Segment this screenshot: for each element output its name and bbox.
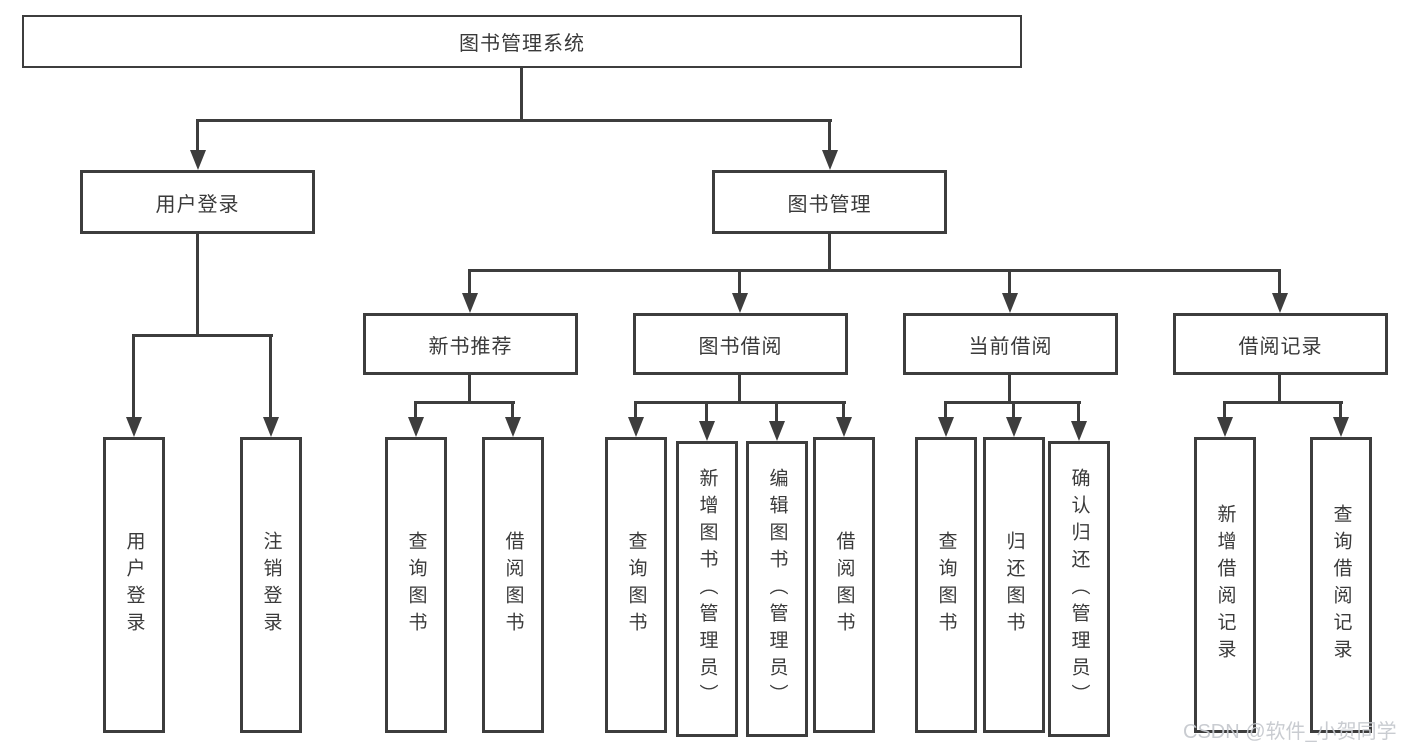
node-root-label: 图书管理系统	[459, 33, 585, 55]
connector-line	[634, 401, 846, 404]
connector-line	[196, 119, 832, 122]
node-borrowing-records: 借阅记录	[1173, 313, 1388, 375]
arrow-down-icon	[628, 417, 644, 437]
arrow-down-icon	[505, 417, 521, 437]
connector-line	[1278, 375, 1281, 403]
arrow-down-icon	[822, 150, 838, 170]
leaf-confirm-return-admin-label: 确认归还（管理员）	[1068, 467, 1090, 711]
node-new-book-recommendation: 新书推荐	[363, 313, 578, 375]
arrow-down-icon	[732, 293, 748, 313]
connector-line	[1008, 269, 1011, 295]
leaf-user-login-label: 用户登录	[123, 531, 145, 639]
leaf-query-borrow-record-label: 查询借阅记录	[1330, 504, 1352, 666]
connector-line	[1223, 401, 1343, 404]
node-user-login: 用户登录	[80, 170, 315, 234]
connector-line	[738, 269, 741, 295]
connector-line	[842, 401, 845, 418]
leaf-query-books-borrowing-label: 查询图书	[625, 531, 647, 639]
leaf-add-borrow-record-label: 新增借阅记录	[1214, 504, 1236, 666]
arrow-down-icon	[769, 421, 785, 441]
leaf-logout: 注销登录	[240, 437, 302, 733]
connector-line	[468, 269, 1281, 272]
leaf-borrow-books-borrowing-label: 借阅图书	[833, 531, 855, 639]
node-user-login-label: 用户登录	[155, 193, 240, 216]
leaf-query-books-borrowing: 查询图书	[605, 437, 667, 733]
csdn-watermark: CSDN @软件_小贺同学	[1183, 721, 1397, 743]
arrow-down-icon	[1333, 417, 1349, 437]
leaf-borrow-books-recommend-label: 借阅图书	[502, 531, 524, 639]
node-book-borrowing: 图书借阅	[633, 313, 848, 375]
arrow-down-icon	[1006, 417, 1022, 437]
node-current-borrowing-label: 当前借阅	[968, 335, 1053, 358]
connector-line	[828, 234, 831, 270]
arrow-down-icon	[938, 417, 954, 437]
leaf-borrow-books-borrowing: 借阅图书	[813, 437, 875, 733]
connector-line	[1077, 401, 1080, 422]
arrow-down-icon	[462, 293, 478, 313]
connector-line	[944, 401, 947, 418]
arrow-down-icon	[1071, 421, 1087, 441]
arrow-down-icon	[1272, 293, 1288, 313]
arrow-down-icon	[699, 421, 715, 441]
connector-line	[132, 334, 273, 337]
arrow-down-icon	[836, 417, 852, 437]
connector-line	[196, 119, 199, 152]
arrow-down-icon	[263, 417, 279, 437]
connector-line	[520, 68, 523, 121]
leaf-return-books: 归还图书	[983, 437, 1045, 733]
node-current-borrowing: 当前借阅	[903, 313, 1118, 375]
connector-line	[132, 334, 135, 418]
leaf-query-books-current: 查询图书	[915, 437, 977, 733]
leaf-query-books-current-label: 查询图书	[935, 531, 957, 639]
leaf-add-borrow-record: 新增借阅记录	[1194, 437, 1256, 733]
arrow-down-icon	[1217, 417, 1233, 437]
arrow-down-icon	[190, 150, 206, 170]
leaf-add-book-admin-label: 新增图书（管理员）	[696, 467, 718, 711]
leaf-borrow-books-recommend: 借阅图书	[482, 437, 544, 733]
connector-line	[1223, 401, 1226, 418]
node-root: 图书管理系统	[22, 15, 1022, 68]
arrow-down-icon	[126, 417, 142, 437]
leaf-query-books-recommend-label: 查询图书	[405, 531, 427, 639]
connector-line	[775, 401, 778, 422]
node-book-management-label: 图书管理	[787, 193, 872, 216]
connector-line	[1339, 401, 1342, 418]
node-borrowing-records-label: 借阅记录	[1238, 335, 1323, 358]
connector-line	[196, 234, 199, 336]
leaf-query-books-recommend: 查询图书	[385, 437, 447, 733]
connector-line	[269, 334, 272, 418]
connector-line	[705, 401, 708, 422]
arrow-down-icon	[408, 417, 424, 437]
connector-line	[468, 269, 471, 295]
connector-line	[511, 401, 514, 418]
connector-line	[1278, 269, 1281, 295]
connector-line	[1012, 401, 1015, 418]
leaf-return-books-label: 归还图书	[1003, 531, 1025, 639]
connector-line	[634, 401, 637, 418]
connector-line	[1008, 375, 1011, 403]
node-new-book-recommendation-label: 新书推荐	[428, 335, 513, 358]
leaf-edit-book-admin: 编辑图书（管理员）	[746, 441, 808, 737]
leaf-add-book-admin: 新增图书（管理员）	[676, 441, 738, 737]
connector-line	[414, 401, 417, 418]
node-book-borrowing-label: 图书借阅	[698, 335, 783, 358]
connector-line	[828, 119, 831, 152]
leaf-logout-label: 注销登录	[260, 531, 282, 639]
leaf-confirm-return-admin: 确认归还（管理员）	[1048, 441, 1110, 737]
arrow-down-icon	[1002, 293, 1018, 313]
connector-line	[738, 375, 741, 403]
leaf-query-borrow-record: 查询借阅记录	[1310, 437, 1372, 733]
node-book-management: 图书管理	[712, 170, 947, 234]
connector-line	[468, 375, 471, 403]
leaf-user-login: 用户登录	[103, 437, 165, 733]
leaf-edit-book-admin-label: 编辑图书（管理员）	[766, 467, 788, 711]
connector-line	[414, 401, 515, 404]
